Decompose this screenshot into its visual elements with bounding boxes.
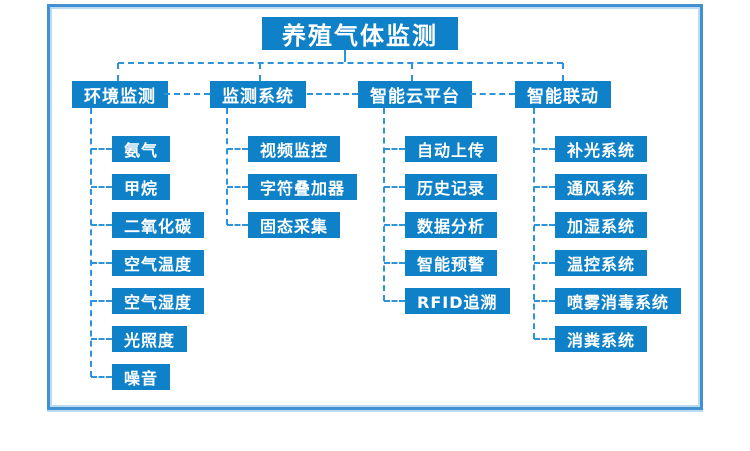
connector-root-riser	[344, 50, 346, 62]
branch-node-smart-cloud-platform: 智能云平台	[358, 81, 472, 108]
connector-branch-link-1-2	[164, 93, 210, 95]
leaf-node-ventilation-system: 通风系统	[533, 174, 648, 200]
branch-column-smart-cloud-platform: 自动上传 历史记录 数据分析 智能预警 RFID追溯	[383, 136, 510, 314]
connector-spine-column-4	[533, 108, 535, 339]
leaf-node-noise: 噪音	[90, 364, 171, 390]
leaf-node-data-analysis: 数据分析	[383, 212, 498, 238]
connector-spine-column-3	[383, 108, 385, 301]
connector-stub-branch-2	[259, 63, 261, 81]
connector-stub-branch-3	[411, 63, 413, 81]
connector-branch-link-3-4	[470, 93, 515, 95]
connector-stub-branch-1	[117, 63, 119, 81]
leaf-node-rfid-traceability: RFID追溯	[384, 288, 510, 314]
branch-node-monitoring-system: 监测系统	[210, 81, 306, 108]
connector-branch-rail	[118, 62, 563, 64]
root-node-title: 养殖气体监测	[262, 17, 458, 50]
branch-column-monitoring-system: 视频监控 字符叠加器 固态采集	[226, 136, 358, 238]
branch-column-environment-monitoring: 氨气 甲烷 二氧化碳 空气温度 空气湿度 光照度 噪音	[90, 136, 205, 390]
leaf-node-manure-removal-system: 消粪系统	[533, 326, 648, 352]
diagram-frame	[47, 4, 703, 410]
leaf-node-carbon-dioxide: 二氧化碳	[90, 212, 205, 238]
connector-spine-column-1	[90, 108, 92, 377]
leaf-node-fill-light-system: 补光系统	[533, 136, 648, 162]
leaf-node-humidification-system: 加湿系统	[533, 212, 648, 238]
leaf-node-air-humidity: 空气湿度	[90, 288, 205, 314]
connector-spine-column-2	[226, 108, 228, 225]
leaf-node-ammonia: 氨气	[90, 136, 171, 162]
connector-stub-branch-4	[562, 63, 564, 81]
leaf-node-character-overlay: 字符叠加器	[226, 174, 358, 200]
leaf-node-air-temperature: 空气温度	[90, 250, 205, 276]
leaf-node-auto-upload: 自动上传	[383, 136, 498, 162]
leaf-node-video-surveillance: 视频监控	[226, 136, 341, 162]
connector-branch-link-2-3	[307, 93, 358, 95]
leaf-node-history-records: 历史记录	[383, 174, 498, 200]
branch-node-smart-linkage: 智能联动	[515, 81, 611, 108]
leaf-node-temperature-control-system: 温控系统	[533, 250, 648, 276]
branch-column-smart-linkage: 补光系统 通风系统 加湿系统 温控系统 喷雾消毒系统 消粪系统	[533, 136, 682, 352]
leaf-node-spray-disinfection-system: 喷雾消毒系统	[533, 288, 682, 314]
leaf-node-smart-warning: 智能预警	[383, 250, 498, 276]
leaf-node-methane: 甲烷	[90, 174, 171, 200]
branch-node-environment-monitoring: 环境监测	[72, 81, 168, 108]
leaf-node-solid-state-acquisition: 固态采集	[226, 212, 341, 238]
leaf-node-light-intensity: 光照度	[90, 326, 188, 352]
